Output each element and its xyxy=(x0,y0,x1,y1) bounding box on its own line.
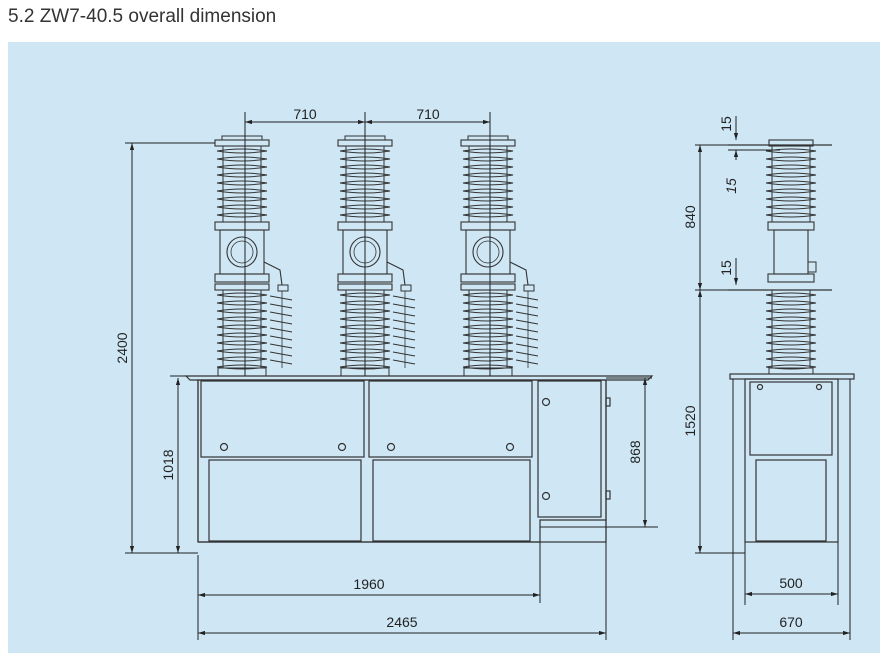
side-pole-body xyxy=(765,139,817,375)
drawing-panel xyxy=(8,42,880,653)
dim-outer-width: 670 xyxy=(779,614,803,630)
dim-base-height: 1018 xyxy=(160,449,176,480)
dim-column-height: 840 xyxy=(682,205,698,229)
dim-upper-gap: 15 xyxy=(723,178,739,194)
dim-lower-height: 1520 xyxy=(682,405,698,436)
dim-mid-gap: 15 xyxy=(718,260,734,276)
dim-total-width: 2465 xyxy=(386,614,417,630)
dimension-lines xyxy=(125,112,851,640)
pole-b xyxy=(337,135,416,377)
front-frame xyxy=(184,375,654,543)
pole-c xyxy=(460,135,539,377)
front-poles xyxy=(214,135,539,377)
side-pole xyxy=(765,139,817,375)
dim-inner-width: 500 xyxy=(779,575,803,591)
dim-pole-spacing-2: 710 xyxy=(416,106,440,122)
dim-cabinet-height: 868 xyxy=(627,440,643,464)
pole-a xyxy=(214,135,293,377)
dim-pole-spacing-1: 710 xyxy=(293,106,317,122)
dim-total-height: 2400 xyxy=(114,332,130,363)
page-title: 5.2 ZW7-40.5 overall dimension xyxy=(8,6,277,27)
dim-frame-width: 1960 xyxy=(353,576,384,592)
dim-top-gap: 15 xyxy=(718,116,734,132)
